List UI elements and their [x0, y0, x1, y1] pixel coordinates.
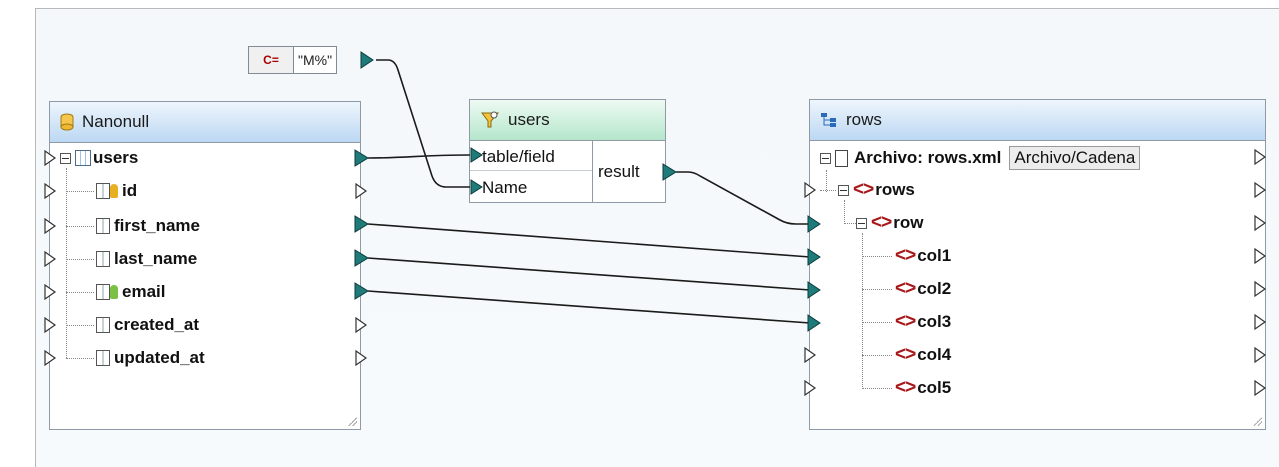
- tree-line: [66, 325, 94, 326]
- tree-line: [862, 289, 892, 290]
- tree-line: [66, 259, 94, 260]
- expander-icon[interactable]: [820, 152, 831, 164]
- source-root-label: users: [93, 148, 139, 167]
- element-label: col4: [917, 345, 952, 364]
- element-label: row: [893, 213, 924, 232]
- target-col-row[interactable]: <>col4: [895, 344, 951, 366]
- filter-inputs: [470, 140, 593, 202]
- element-label: col3: [917, 312, 952, 331]
- column-icon: [96, 183, 110, 199]
- filter-input-name[interactable]: Name: [482, 178, 528, 197]
- xml-element-icon: <>: [895, 377, 916, 398]
- file-icon: [835, 149, 848, 167]
- tree-line: [862, 388, 892, 389]
- filter-header[interactable]: users: [470, 100, 665, 141]
- tree-line: [66, 226, 94, 227]
- tree-line: [66, 358, 94, 359]
- source-header[interactable]: Nanonull: [50, 102, 360, 143]
- source-title: Nanonull: [82, 112, 150, 131]
- tree-line: [66, 168, 67, 358]
- filter-output-result[interactable]: result: [598, 162, 640, 181]
- xml-element-icon: <>: [895, 245, 916, 266]
- target-col-row[interactable]: <>col1: [895, 245, 951, 267]
- source-field-row[interactable]: last_name: [96, 248, 197, 270]
- constant-component[interactable]: C= "M%": [248, 46, 338, 74]
- filter-icon: [480, 110, 500, 130]
- tree-line: [844, 200, 845, 224]
- tree-line: [862, 355, 892, 356]
- field-label: first_name: [114, 216, 200, 235]
- key-icon: [110, 184, 118, 198]
- target-col-row[interactable]: <>col5: [895, 377, 951, 399]
- field-label: created_at: [114, 315, 200, 334]
- constant-type-label: C=: [249, 47, 294, 73]
- target-file-label: Archivo: rows.xml: [854, 148, 1002, 167]
- source-root-row[interactable]: users: [60, 147, 138, 169]
- xml-element-icon: <>: [895, 311, 916, 332]
- key-icon: [110, 285, 118, 299]
- field-label: email: [122, 282, 166, 301]
- column-icon: [96, 251, 110, 267]
- target-title: rows: [846, 110, 882, 129]
- tree-line: [862, 256, 892, 257]
- xml-element-icon: <>: [871, 212, 892, 233]
- source-field-row[interactable]: email: [96, 281, 165, 303]
- resize-grip[interactable]: [347, 416, 357, 426]
- constant-value[interactable]: "M%": [298, 52, 333, 68]
- filter-input-table-field[interactable]: table/field: [482, 147, 555, 166]
- tree-line: [844, 223, 856, 224]
- field-label: updated_at: [114, 348, 205, 367]
- field-label: last_name: [114, 249, 198, 268]
- target-file-row[interactable]: Archivo: rows.xml Archivo/Cadena: [820, 146, 1141, 170]
- expander-icon[interactable]: [60, 152, 71, 164]
- element-label: col1: [917, 246, 952, 265]
- xml-element-icon: <>: [895, 278, 916, 299]
- expander-icon[interactable]: [856, 217, 867, 229]
- field-label: id: [122, 181, 138, 200]
- column-icon: [96, 350, 110, 366]
- schema-icon: [820, 112, 838, 128]
- tree-line: [66, 191, 94, 192]
- source-field-row[interactable]: first_name: [96, 215, 200, 237]
- xml-element-icon: <>: [853, 179, 874, 200]
- column-icon: [96, 284, 110, 300]
- tree-line: [66, 292, 94, 293]
- source-field-row[interactable]: created_at: [96, 314, 199, 336]
- file-string-button[interactable]: Archivo/Cadena: [1009, 146, 1141, 170]
- filter-component[interactable]: users: [469, 99, 666, 203]
- filter-title: users: [508, 110, 550, 129]
- tree-line: [862, 233, 863, 389]
- target-header[interactable]: rows: [810, 100, 1265, 141]
- column-icon: [96, 317, 110, 333]
- expander-icon[interactable]: [838, 184, 849, 196]
- source-field-row[interactable]: updated_at: [96, 347, 205, 369]
- element-label: col2: [917, 279, 952, 298]
- tree-line: [826, 170, 827, 192]
- tree-line: [862, 322, 892, 323]
- target-row-element[interactable]: <> row: [856, 212, 923, 234]
- table-icon: [75, 150, 91, 166]
- column-icon: [96, 218, 110, 234]
- resize-grip[interactable]: [1252, 416, 1262, 426]
- target-col-row[interactable]: <>col3: [895, 311, 951, 333]
- xml-element-icon: <>: [895, 344, 916, 365]
- target-col-row[interactable]: <>col2: [895, 278, 951, 300]
- source-field-row[interactable]: id: [96, 180, 137, 202]
- target-root-row[interactable]: <> rows: [838, 179, 915, 201]
- element-label: rows: [875, 180, 915, 199]
- element-label: col5: [917, 378, 952, 397]
- tree-line: [820, 190, 836, 191]
- filter-divider: [470, 170, 592, 171]
- database-icon: [60, 113, 74, 131]
